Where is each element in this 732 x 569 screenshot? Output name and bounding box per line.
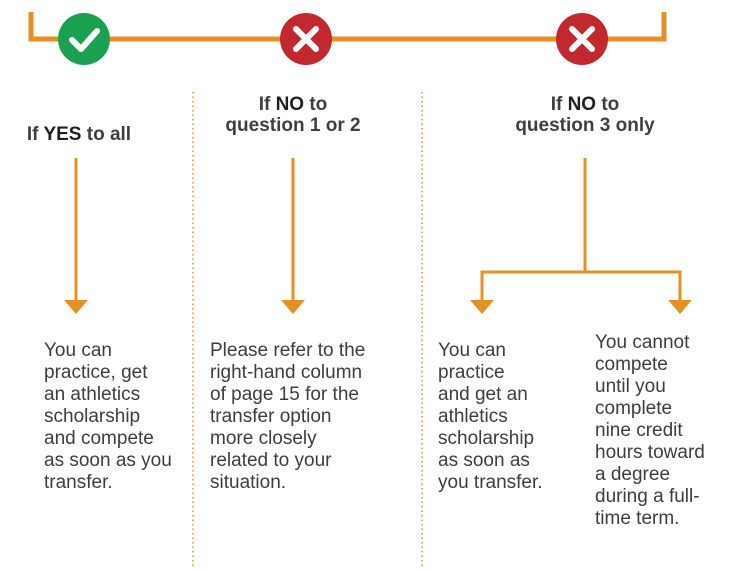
heading-line-1: If NO to: [258, 94, 328, 115]
outcome-line: scholarship: [438, 428, 535, 449]
outcome-yes-all: You can practice, get an athletics schol…: [44, 340, 172, 494]
outcome-line: scholarship: [44, 406, 141, 427]
outcome-line: complete: [595, 398, 673, 419]
heading-suffix: to all: [81, 124, 132, 145]
outcome-line: and compete: [44, 428, 154, 449]
outcome-line: athletics: [438, 406, 508, 427]
outcome-line: right-hand column: [210, 362, 363, 383]
timeline-line: [28, 12, 667, 42]
outcome-line: You can: [44, 340, 112, 361]
heading-yes-all: If YES to all: [4, 124, 154, 145]
heading-no-1-2: If NO to question 1 or 2: [216, 94, 370, 136]
outcome-line: as soon as you: [44, 450, 172, 471]
no-badge-1: [280, 13, 332, 65]
outcome-line: hours toward: [595, 442, 705, 463]
outcome-line: compete: [595, 354, 668, 375]
outcome-line: you transfer.: [438, 472, 543, 493]
x-icon: [569, 26, 595, 52]
yes-badge: [58, 13, 110, 65]
heading-line-1: If NO to: [550, 94, 620, 115]
outcome-line: transfer.: [44, 472, 113, 493]
heading-line-2: question 1 or 2: [225, 115, 361, 136]
outcome-line: during a full-: [595, 486, 700, 507]
outcome-line: practice: [438, 362, 505, 383]
arrow-yes-all: [64, 158, 88, 314]
outcome-line: Please refer to the: [210, 340, 366, 361]
outcome-line: of page 15 for the: [210, 384, 359, 405]
outcome-line: You cannot: [595, 332, 690, 353]
outcome-line: related to your: [210, 450, 332, 471]
heading-line-2: question 3 only: [515, 115, 655, 136]
heading-prefix: If: [26, 124, 44, 145]
outcome-line: and get an: [438, 384, 528, 405]
outcome-line: transfer option: [210, 406, 332, 427]
outcome-line: time term.: [595, 508, 680, 529]
no-badge-2: [556, 13, 608, 65]
x-icon: [293, 26, 319, 52]
outcome-line: practice, get: [44, 362, 148, 383]
outcome-no-1-2: Please refer to the right-hand column of…: [210, 340, 365, 494]
heading-no-3: If NO to question 3 only: [500, 94, 670, 136]
outcome-line: until you: [595, 376, 666, 397]
heading-emphasis: YES: [43, 124, 82, 145]
outcome-line: You can: [438, 340, 506, 361]
outcome-no-3-right: You cannot compete until you complete ni…: [595, 332, 705, 530]
outcome-line: a degree: [595, 464, 671, 485]
arrow-no-1-2: [281, 158, 305, 314]
outcome-line: as soon as: [438, 450, 530, 471]
timeline-bar: [28, 12, 667, 42]
check-icon: [69, 28, 100, 52]
outcome-line: nine credit: [595, 420, 683, 441]
outcome-no-3-left: You can practice and get an athletics sc…: [438, 340, 543, 494]
outcome-line: an athletics: [44, 384, 141, 405]
outcome-line: situation.: [210, 472, 287, 493]
outcome-line: more closely: [210, 428, 317, 449]
arrow-no-3-split: [470, 158, 692, 314]
